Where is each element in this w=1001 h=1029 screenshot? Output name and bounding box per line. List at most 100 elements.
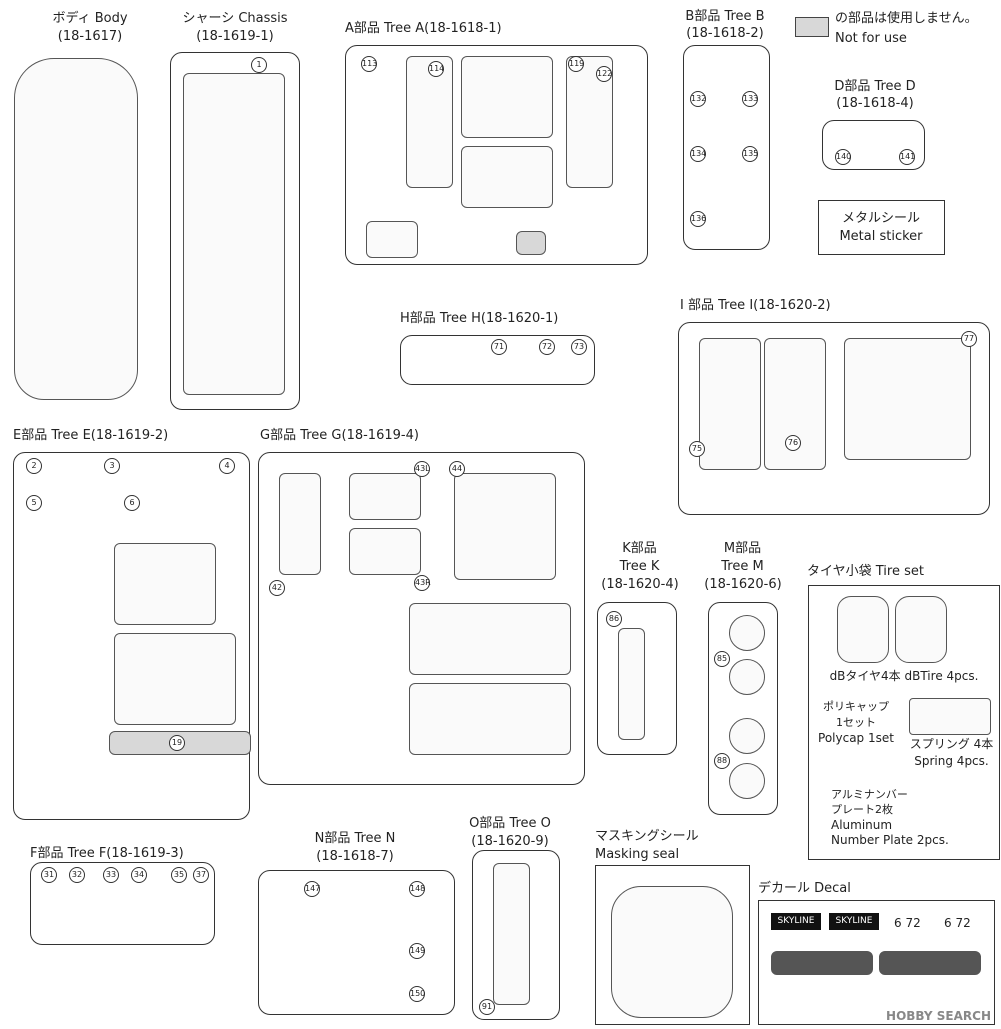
tree-i-title: I 部品 Tree I(18-1620-2) bbox=[680, 298, 831, 313]
tree-b-title: B部品 Tree B bbox=[685, 9, 765, 24]
tree-e-title: E部品 Tree E(18-1619-2) bbox=[13, 428, 169, 443]
tree-a-frame: 113 114 119 122 bbox=[345, 45, 648, 265]
tree-n-title: N部品 Tree N bbox=[314, 831, 396, 846]
tree-h-frame: 71 72 73 bbox=[400, 335, 595, 385]
tree-d-frame: 140 141 bbox=[822, 120, 925, 170]
part-number: 73 bbox=[571, 339, 587, 355]
legend-en: Not for use bbox=[835, 31, 907, 46]
tree-i-frame: 77 75 76 bbox=[678, 322, 990, 515]
tires-label: dBタイヤ4本 dBTire 4pcs. bbox=[829, 669, 979, 683]
part-number: 32 bbox=[69, 867, 85, 883]
part-number: 44 bbox=[449, 461, 465, 477]
part-number: 4 bbox=[219, 458, 235, 474]
part-number: 140 bbox=[835, 149, 851, 165]
part-number: 135 bbox=[742, 146, 758, 162]
tree-d-code: (18-1618-4) bbox=[836, 96, 914, 111]
part-number: 71 bbox=[491, 339, 507, 355]
part-number: 150 bbox=[409, 986, 425, 1002]
tree-k-sub: Tree K bbox=[619, 559, 660, 574]
part-number: 147 bbox=[304, 881, 320, 897]
tree-o-code: (18-1620-9) bbox=[471, 834, 549, 849]
part-number: 122 bbox=[596, 66, 612, 82]
tire-set-box: dBタイヤ4本 dBTire 4pcs. ポリキャップ 1セット Polycap… bbox=[808, 585, 1000, 860]
part-number: 148 bbox=[409, 881, 425, 897]
part-number: 37 bbox=[193, 867, 209, 883]
plate-jp: アルミナンバー bbox=[831, 788, 908, 801]
masking-seal-box bbox=[595, 865, 750, 1025]
polycap-en: Polycap 1set bbox=[818, 731, 894, 745]
tree-o-frame: 91 bbox=[472, 850, 560, 1020]
part-number: 43R bbox=[414, 575, 431, 591]
tree-m-code: (18-1620-6) bbox=[704, 577, 782, 592]
tree-d-title: D部品 Tree D bbox=[834, 79, 916, 94]
polycap-jp2: 1セット bbox=[836, 716, 876, 729]
part-number: 132 bbox=[690, 91, 706, 107]
tree-f-frame: 31 32 33 34 35 37 bbox=[30, 862, 215, 945]
chassis-title: シャーシ Chassis bbox=[182, 11, 288, 26]
part-number: 19 bbox=[169, 735, 185, 751]
part-number: 34 bbox=[131, 867, 147, 883]
tree-e-frame: 2 3 4 5 6 19 bbox=[13, 452, 251, 820]
part-number: 72 bbox=[539, 339, 555, 355]
chassis-frame: 1 bbox=[170, 52, 300, 410]
part-number: 42 bbox=[269, 580, 285, 596]
tire-set-title: タイヤ小袋 Tire set bbox=[807, 564, 924, 579]
part-number: 1 bbox=[251, 57, 267, 73]
body-code: (18-1617) bbox=[57, 29, 123, 44]
part-number: 119 bbox=[568, 56, 584, 72]
part-number: 149 bbox=[409, 943, 425, 959]
metal-jp: メタルシール bbox=[841, 211, 920, 226]
part-number: 2 bbox=[26, 458, 42, 474]
part-number: 141 bbox=[899, 149, 915, 165]
part-number: 114 bbox=[428, 61, 444, 77]
tree-m-frame: 85 88 bbox=[708, 602, 778, 815]
polycap-jp: ポリキャップ bbox=[823, 700, 889, 713]
legend-jp: の部品は使用しません。 bbox=[835, 11, 978, 26]
tree-n-frame: 147 148 149 150 bbox=[258, 870, 455, 1015]
tree-b-code: (18-1618-2) bbox=[686, 26, 764, 41]
part-number: 43L bbox=[414, 461, 430, 477]
plate-jp2: プレート2枚 bbox=[831, 803, 893, 816]
part-number: 31 bbox=[41, 867, 57, 883]
watermark: HOBBY SEARCH bbox=[886, 1009, 991, 1023]
part-number: 86 bbox=[606, 611, 622, 627]
tree-a-title: A部品 Tree A(18-1618-1) bbox=[345, 21, 502, 36]
part-number: 33 bbox=[103, 867, 119, 883]
plate-en2: Number Plate 2pcs. bbox=[831, 833, 949, 847]
decal-plate-2: 6 72 bbox=[944, 916, 971, 930]
metal-en: Metal sticker bbox=[839, 229, 923, 244]
not-for-use-swatch bbox=[795, 17, 829, 37]
tree-g-frame: 43L 44 43R 42 bbox=[258, 452, 585, 785]
tree-o-title: O部品 Tree O bbox=[469, 816, 551, 831]
tree-n-code: (18-1618-7) bbox=[316, 849, 394, 864]
decal-brand: SKYLINE bbox=[771, 913, 821, 930]
decal-box: SKYLINE SKYLINE 6 72 6 72 bbox=[758, 900, 995, 1025]
decal-title: デカール Decal bbox=[758, 881, 851, 896]
spring-en: Spring 4pcs. bbox=[914, 754, 989, 768]
tree-k-title: K部品 bbox=[622, 541, 657, 556]
spring-jp: スプリング 4本 bbox=[909, 737, 994, 751]
part-number: 85 bbox=[714, 651, 730, 667]
body-part bbox=[14, 58, 138, 400]
masking-en: Masking seal bbox=[595, 847, 680, 862]
part-number: 136 bbox=[690, 211, 706, 227]
tree-g-title: G部品 Tree G(18-1619-4) bbox=[260, 428, 419, 443]
decal-brand-2: SKYLINE bbox=[829, 913, 879, 930]
tree-k-frame: 86 bbox=[597, 602, 677, 755]
part-number: 3 bbox=[104, 458, 120, 474]
tree-f-title: F部品 Tree F(18-1619-3) bbox=[30, 846, 184, 861]
part-number: 35 bbox=[171, 867, 187, 883]
part-number: 133 bbox=[742, 91, 758, 107]
tree-k-code: (18-1620-4) bbox=[601, 577, 679, 592]
part-number: 134 bbox=[690, 146, 706, 162]
part-number: 113 bbox=[361, 56, 377, 72]
part-number: 75 bbox=[689, 441, 705, 457]
body-title: ボディ Body bbox=[52, 11, 128, 26]
part-number: 76 bbox=[785, 435, 801, 451]
chassis-code: (18-1619-1) bbox=[196, 29, 274, 44]
part-number: 5 bbox=[26, 495, 42, 511]
tree-m-title: M部品 bbox=[723, 541, 762, 556]
metal-sticker-box: メタルシール Metal sticker bbox=[818, 200, 945, 255]
part-number: 88 bbox=[714, 753, 730, 769]
